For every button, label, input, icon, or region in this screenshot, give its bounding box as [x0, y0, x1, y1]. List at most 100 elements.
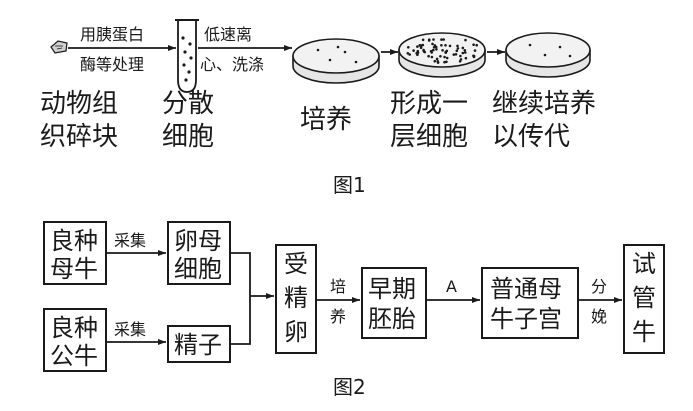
box-early-embryo — [361, 267, 427, 339]
culture-dish-2 — [398, 32, 486, 78]
cell-dot — [456, 47, 460, 50]
box-oocyte-line2: 细胞 — [174, 255, 222, 283]
cell-dot — [459, 58, 463, 61]
label-subculture-line1: 继续培养 — [492, 89, 596, 119]
collect-label-2: 采集 — [114, 320, 146, 339]
label-culture: 培养 — [300, 105, 352, 135]
cell-dot — [427, 54, 430, 58]
box-recipient-uterus-line1: 普通母 — [490, 275, 562, 303]
collect-label-1: 采集 — [114, 231, 146, 250]
cell-dot — [419, 46, 423, 50]
cell-dot — [441, 49, 444, 52]
birth-label-2: 娩 — [591, 307, 607, 326]
tissue-chunk-icon — [50, 40, 68, 54]
box-early-embryo-line2: 胚胎 — [368, 305, 416, 333]
cell-dot — [431, 42, 434, 46]
cell-dot — [445, 60, 448, 64]
cell-dot — [406, 52, 410, 55]
cell-dot — [461, 46, 465, 50]
cell-dot — [448, 44, 452, 48]
box-oocyte-line1: 卵母 — [174, 227, 222, 255]
cell-dot — [443, 55, 446, 59]
cell-dot — [418, 44, 422, 47]
label-layer-line2: 层细胞 — [390, 122, 468, 152]
label-tissue-line2: 织碎块 — [40, 122, 118, 152]
arrow2-label-top: 低速离 — [204, 25, 252, 44]
box-test-tube-calf — [623, 244, 665, 354]
arrow1-label-top: 用胰蛋白 — [80, 25, 144, 44]
cell-dot — [459, 54, 462, 58]
cell-dot — [472, 43, 475, 46]
box-good-female-cow-line1: 良种 — [50, 227, 98, 255]
cell-dot — [412, 49, 415, 52]
cell-dot — [463, 49, 467, 52]
cell-dot — [436, 61, 440, 64]
figure2-caption: 图2 — [333, 375, 366, 399]
cell-dot — [430, 55, 434, 59]
cell-dot — [464, 56, 468, 60]
cell-dot — [432, 38, 435, 41]
culture-dish-3 — [505, 32, 591, 78]
box-good-male-cow — [43, 308, 107, 372]
cell-dot — [408, 53, 412, 56]
label-disperse-line1: 分散 — [162, 89, 214, 119]
culture-label-2: 养 — [330, 307, 346, 326]
box-recipient-uterus — [481, 267, 579, 339]
cell-dot — [475, 43, 479, 47]
cell-dot — [455, 49, 459, 53]
cell-dot — [416, 49, 420, 53]
figure-2: 良种 母牛 良种 公牛 采集 采集 卵母 细胞 精子 受 精 卵 培 养 早期 … — [43, 221, 665, 399]
box-good-female-cow-line2: 母牛 — [50, 255, 98, 283]
box-test-tube-calf-char2: 管 — [632, 284, 656, 312]
figure-1: 用胰蛋白 酶等处理 低速离 心、洗涤 — [40, 19, 596, 197]
box-test-tube-calf-char3: 牛 — [632, 318, 656, 346]
label-tissue-line1: 动物组 — [40, 89, 118, 119]
cell-dot — [435, 57, 439, 61]
cell-dot — [427, 38, 431, 41]
cell-dot — [445, 56, 449, 60]
label-disperse-line2: 细胞 — [162, 122, 214, 152]
arrow2-label-bottom: 心、洗涤 — [200, 55, 264, 74]
box-zygote-char1: 受 — [284, 250, 308, 278]
culture-label-1: 培 — [330, 277, 346, 296]
birth-label-1: 分 — [591, 277, 607, 296]
cell-dot — [452, 53, 456, 56]
box-good-female-cow — [43, 221, 107, 285]
cell-dot — [464, 38, 467, 42]
cell-dot — [440, 38, 443, 41]
figure1-caption: 图1 — [333, 173, 366, 197]
label-subculture-line2: 以传代 — [492, 122, 570, 152]
box-zygote-char2: 精 — [284, 284, 308, 312]
cell-dot — [407, 46, 410, 49]
cell-dot — [416, 45, 419, 48]
cell-dot — [432, 46, 436, 49]
cell-dot — [472, 55, 476, 59]
cell-dot — [473, 49, 477, 52]
cell-dot — [435, 48, 438, 51]
cell-dot — [421, 43, 425, 47]
cell-dot — [433, 59, 437, 63]
test-tube-icon — [175, 19, 199, 93]
cell-dot — [456, 44, 459, 48]
box-zygote — [275, 244, 317, 354]
cell-dot — [464, 51, 467, 54]
box-recipient-uterus-line2: 牛子宫 — [490, 305, 562, 333]
arrow-A-label: A — [446, 277, 457, 296]
cell-dot — [442, 38, 446, 41]
cell-dot — [439, 55, 442, 58]
cell-dot — [445, 49, 449, 53]
box-test-tube-calf-char1: 试 — [632, 250, 656, 278]
box-early-embryo-line1: 早期 — [368, 275, 416, 303]
cell-dot — [444, 44, 447, 47]
box-good-male-cow-line1: 良种 — [50, 314, 98, 342]
cell-dot — [454, 53, 458, 56]
cell-dot — [422, 49, 426, 53]
box-oocyte — [167, 221, 231, 285]
cell-dot — [461, 51, 465, 55]
culture-dish-1 — [292, 38, 380, 84]
arrow1-label-bottom: 酶等处理 — [80, 55, 144, 74]
box-good-male-cow-line2: 公牛 — [50, 342, 98, 370]
cell-dot — [430, 51, 434, 54]
cell-dot — [432, 48, 435, 52]
